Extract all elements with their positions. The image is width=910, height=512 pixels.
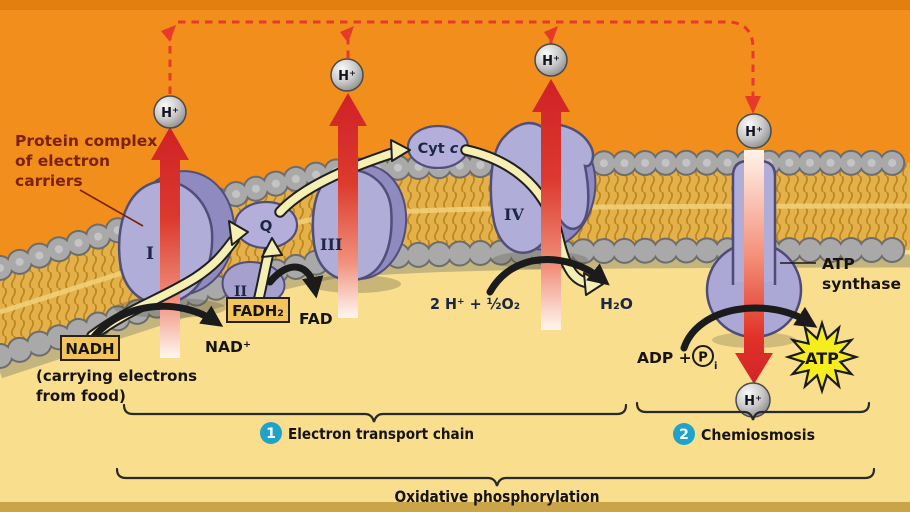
fad-label: FAD	[299, 310, 333, 328]
step1: 1 Electron transport chain	[260, 422, 474, 444]
oxygen-label: 2 H⁺ + ½O₂	[430, 295, 520, 313]
oxidative-brace	[115, 467, 876, 487]
fadh2-label: FADH₂	[232, 302, 284, 320]
fadh2-to-fad-arrow	[266, 263, 324, 299]
step1-label: Electron transport chain	[288, 425, 474, 443]
proton-ball-3	[534, 43, 568, 77]
complex-ii-label: II	[234, 284, 247, 300]
protein-complex-note: Protein complex of electron carriers	[15, 132, 157, 227]
nad-label: NAD⁺	[205, 338, 251, 356]
top-edge-strip	[0, 0, 910, 10]
step2-label: Chemiosmosis	[701, 426, 815, 444]
proton-ball-1	[153, 95, 187, 129]
electron-arrowhead-to-cytc	[390, 139, 411, 162]
proton-label-1: H⁺	[161, 106, 179, 121]
atp-starburst	[784, 319, 860, 395]
nadh-box: NADH	[60, 335, 120, 361]
atp-label: ATP	[805, 349, 839, 368]
proton-label-3: H⁺	[542, 54, 560, 69]
adp-text: ADP +	[637, 349, 692, 367]
complex-iii-label: III	[320, 235, 342, 254]
atp-synthase-line2: synthase	[822, 275, 901, 293]
step2-number: 2	[679, 427, 689, 443]
cytc-c: c	[450, 141, 459, 157]
protein-note-line1: Protein complex	[15, 132, 157, 150]
phosphate-p: P	[698, 351, 708, 366]
protein-note-line3: carriers	[15, 172, 83, 190]
atp-synthase-line1: ATP	[822, 255, 855, 273]
cytc-label: Cyt c	[418, 141, 459, 157]
electron-arrowhead-from-ii	[261, 237, 283, 258]
dashed-arrowhead-down	[745, 96, 761, 114]
bottom-edge-strip	[0, 502, 910, 512]
chemiosmosis-brace	[635, 401, 871, 421]
dashed-proton-route	[161, 20, 761, 114]
etc-brace	[122, 403, 628, 423]
reaction-arrows	[86, 256, 818, 352]
nadh-label: NADH	[65, 340, 114, 358]
atp-synthase-note: ATP synthase	[780, 255, 901, 293]
cytc-prefix: Cyt	[418, 141, 450, 157]
complex-i-label: I	[146, 244, 154, 264]
proton-label-4: H⁺	[745, 125, 763, 140]
oxygen-to-water-arrow	[486, 256, 610, 296]
step2: 2 Chemiosmosis	[673, 423, 815, 445]
dashed-arrowhead-3	[544, 26, 558, 43]
step1-badge	[260, 422, 282, 444]
electron-arrowhead-to-q	[228, 220, 249, 246]
phosphate-sub-i: i	[714, 361, 717, 372]
proton-label-2: H⁺	[338, 69, 356, 84]
proton-ball-2	[330, 58, 364, 92]
proton-pump-arrow-2	[329, 93, 367, 318]
braces	[115, 401, 876, 487]
adp-to-atp-arrow	[680, 304, 818, 352]
step2-badge	[673, 423, 695, 445]
footer-label: Oxidative phosphorylation	[395, 487, 600, 506]
nadh-to-nad-arrow	[86, 302, 224, 346]
phosphate-circle-icon	[692, 345, 714, 367]
proton-balls: H⁺ H⁺ H⁺ H⁺ H⁺	[153, 43, 772, 418]
nadh-note-line1: (carrying electrons	[36, 367, 197, 385]
proton-pump-arrow-3	[532, 79, 570, 330]
water-label: H₂O	[600, 295, 633, 313]
adp-pi-label: ADP + P i	[637, 345, 717, 372]
fadh2-box: FADH₂	[226, 297, 290, 323]
nadh-note-line2: from food)	[36, 387, 126, 405]
q-label: Q	[260, 217, 273, 235]
dashed-arrowhead-1	[161, 25, 176, 42]
complex-iv-label: IV	[504, 205, 524, 224]
protein-note-line2: of electron	[15, 152, 110, 170]
step1-number: 1	[266, 426, 276, 442]
proton-flow-arrow	[735, 150, 773, 384]
proton-ball-4	[736, 113, 772, 149]
protein-note-pointer	[79, 189, 144, 227]
dashed-arrowhead-2	[340, 26, 354, 43]
proton-label-5: H⁺	[744, 394, 762, 409]
